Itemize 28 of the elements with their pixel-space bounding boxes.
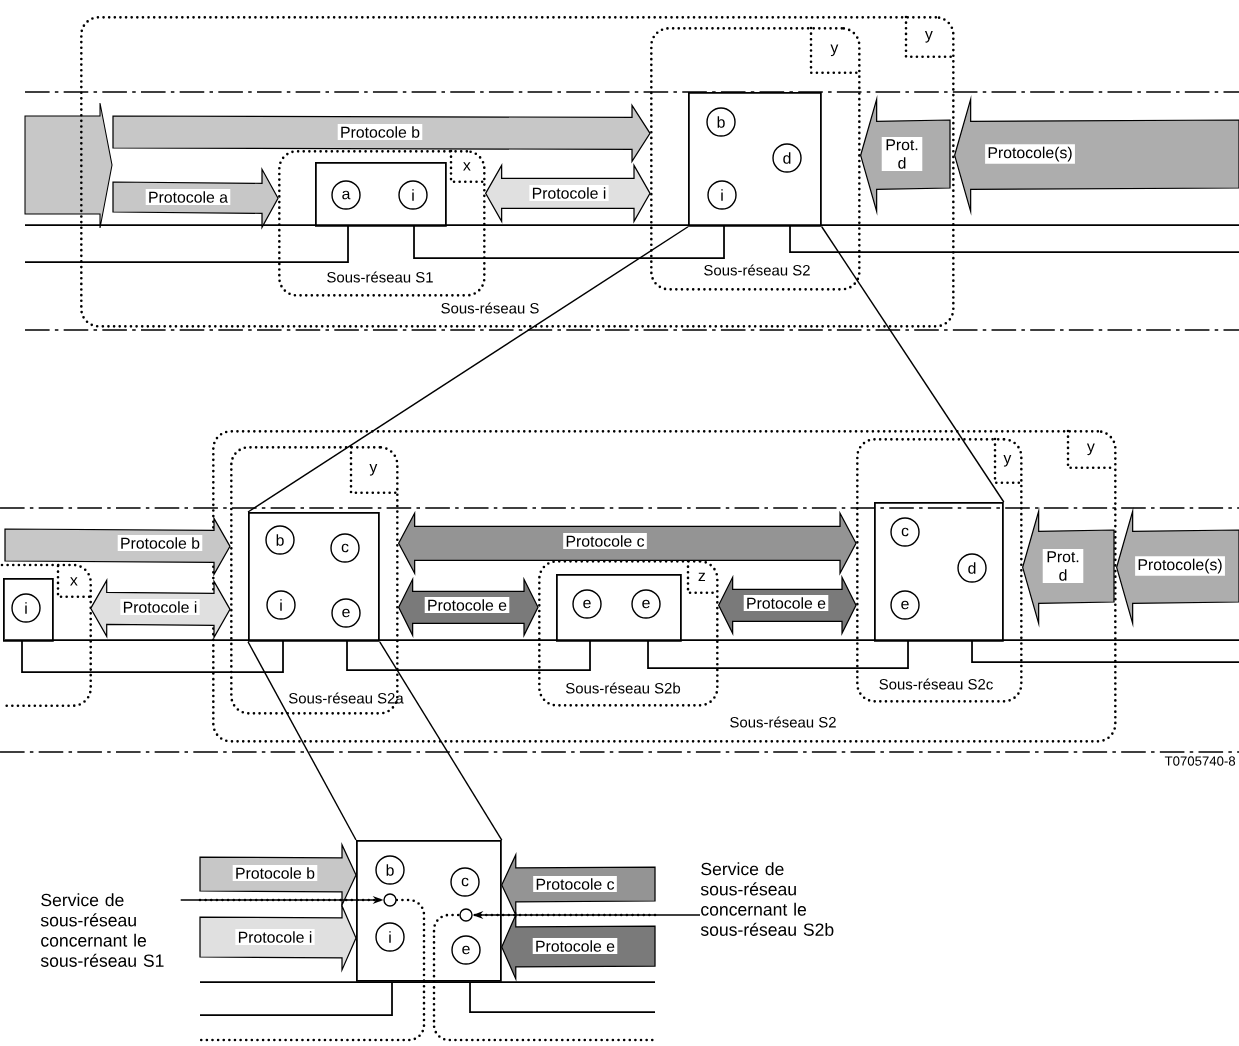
corner-tag: y xyxy=(1066,429,1116,470)
edge-label: Protocole(s) xyxy=(985,144,1075,164)
service-point xyxy=(383,893,397,907)
annotation-text: Service de sous-réseau concernant le sous-réseau S1 xyxy=(40,893,164,967)
annotation-text: Service de sous-réseau concernant le sous-réseau S2b xyxy=(700,862,834,936)
relay-box xyxy=(688,92,822,227)
subnet-outline xyxy=(0,563,93,708)
corner-tag: z xyxy=(686,559,718,595)
edge-label: Protocole(s) xyxy=(1135,556,1225,576)
projection-line xyxy=(821,226,1005,503)
corner-tag: x xyxy=(56,564,92,599)
relay-box xyxy=(874,502,1004,642)
relay-box xyxy=(248,512,380,642)
projection-line xyxy=(247,226,689,513)
service-point xyxy=(459,908,473,922)
relay-box xyxy=(315,162,447,227)
corner-tag: y xyxy=(993,437,1022,485)
corner-tag: y xyxy=(349,445,398,495)
figure-code: T0705740-8 xyxy=(1164,756,1236,766)
corner-tag: y xyxy=(809,26,860,75)
relay-box xyxy=(3,578,54,642)
relay-box xyxy=(556,574,682,642)
corner-tag: x xyxy=(449,149,485,184)
corner-tag: y xyxy=(904,15,954,59)
protocol-arrow xyxy=(112,103,651,164)
relay-box xyxy=(356,840,502,982)
protocol-arrow xyxy=(954,94,1239,216)
projection-line xyxy=(247,641,357,841)
